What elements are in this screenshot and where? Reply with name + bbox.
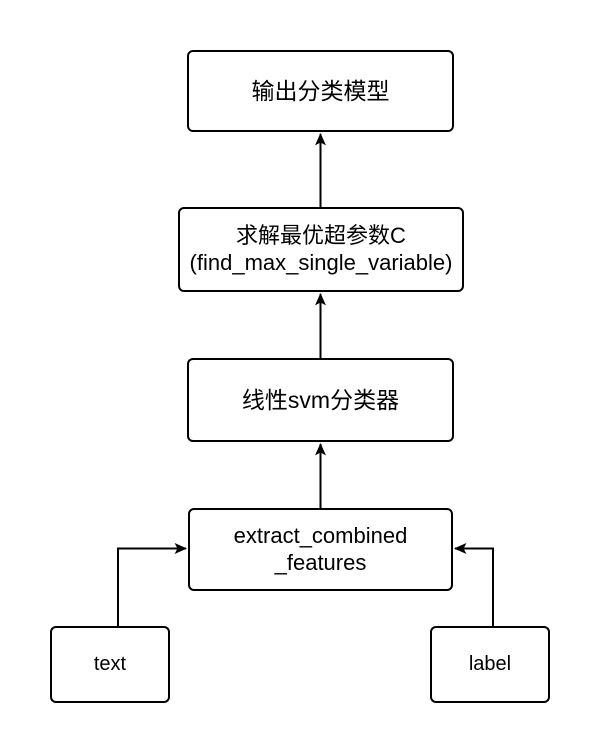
node-output-model[interactable]: 输出分类模型 bbox=[187, 50, 454, 132]
node-text-label: text bbox=[93, 653, 127, 676]
node-label-label: label bbox=[468, 653, 512, 676]
node-extract-features-label: extract_combined _features bbox=[233, 522, 408, 575]
node-output-model-label: 输出分类模型 bbox=[251, 77, 390, 104]
node-extract-features[interactable]: extract_combined _features bbox=[188, 508, 453, 591]
edge-label-to-extract-features bbox=[454, 543, 494, 626]
edge-text-to-extract-features bbox=[117, 543, 187, 626]
node-label[interactable]: label bbox=[430, 626, 550, 703]
node-linear-svm[interactable]: 线性svm分类器 bbox=[187, 358, 454, 442]
node-text[interactable]: text bbox=[50, 626, 170, 703]
node-solve-c-label: 求解最优超参数C (find_max_single_variable) bbox=[189, 222, 453, 275]
node-solve-c[interactable]: 求解最优超参数C (find_max_single_variable) bbox=[178, 207, 464, 292]
node-linear-svm-label: 线性svm分类器 bbox=[241, 386, 400, 413]
